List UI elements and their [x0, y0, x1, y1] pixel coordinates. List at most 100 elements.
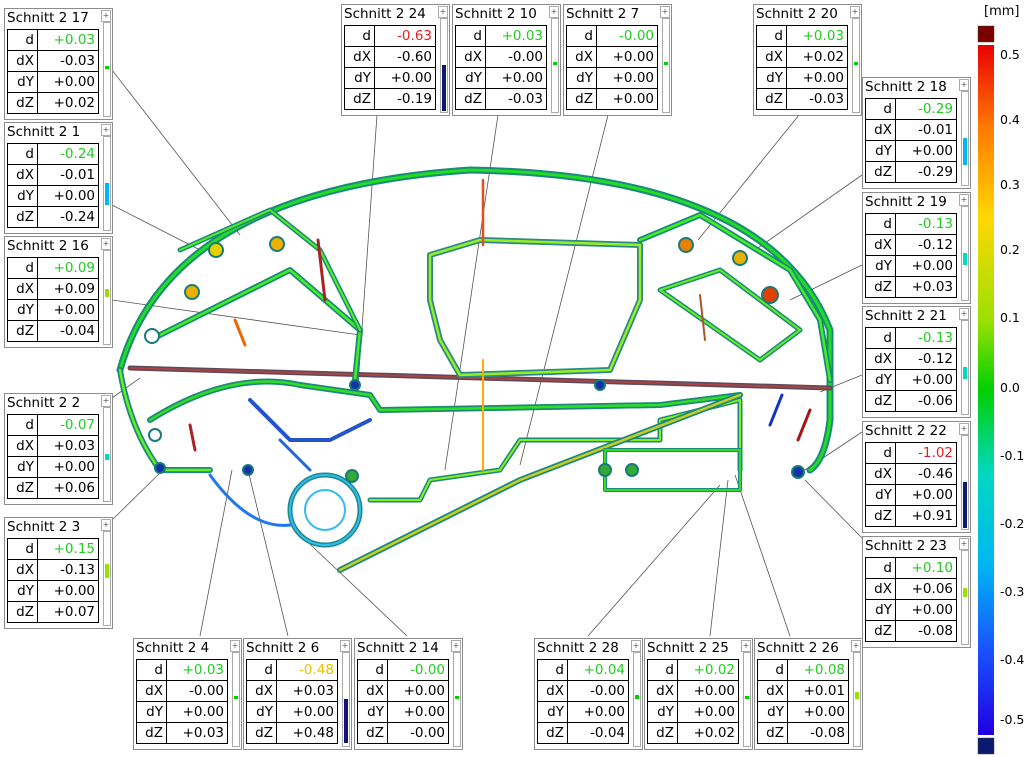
row-value-dy: +0.00: [895, 140, 957, 162]
expand-icon[interactable]: +: [959, 423, 969, 435]
row-value-dx: +0.01: [787, 680, 849, 702]
expand-icon[interactable]: +: [101, 519, 111, 531]
row-value-dy: +0.00: [276, 701, 338, 723]
row-key: dX: [7, 559, 38, 581]
expand-icon[interactable]: +: [451, 640, 461, 652]
row-value-dx: -0.01: [895, 119, 957, 141]
callout-title: Schnitt 2 6: [246, 640, 320, 656]
expand-icon[interactable]: +: [851, 640, 861, 652]
row-key: d: [865, 557, 896, 579]
row-key: dY: [537, 701, 568, 723]
expand-icon[interactable]: +: [549, 6, 559, 18]
row-key: dZ: [7, 206, 38, 228]
expand-icon[interactable]: +: [631, 640, 641, 652]
row-key: dZ: [647, 722, 678, 744]
deviation-bar: [961, 91, 969, 186]
row-key: dX: [357, 680, 388, 702]
row-value-dx: -0.12: [895, 348, 957, 370]
row-key: d: [7, 29, 38, 51]
legend-tick: -0.3: [1000, 584, 1024, 599]
row-key: dY: [865, 599, 896, 621]
expand-icon[interactable]: +: [438, 6, 448, 18]
expand-icon[interactable]: +: [660, 6, 670, 18]
callout-title: Schnitt 2 16: [7, 238, 89, 254]
row-value-d: -0.13: [895, 327, 957, 349]
deviation-bar-fill: [854, 62, 858, 65]
row-value-d: +0.03: [37, 29, 99, 51]
deviation-bar: [342, 652, 350, 747]
expand-icon[interactable]: +: [230, 640, 240, 652]
expand-icon[interactable]: +: [741, 640, 751, 652]
row-value-dx: -0.00: [567, 680, 629, 702]
expand-icon[interactable]: +: [959, 308, 969, 320]
row-key: d: [865, 442, 896, 464]
expand-icon[interactable]: +: [959, 79, 969, 91]
row-value-dx: -0.00: [166, 680, 228, 702]
row-key: dZ: [537, 722, 568, 744]
legend-tick: 0.1: [1000, 310, 1020, 325]
row-value-d: -0.48: [276, 659, 338, 681]
expand-icon[interactable]: +: [850, 6, 860, 18]
row-key: d: [865, 327, 896, 349]
row-value-dx: -0.12: [895, 234, 957, 256]
deviation-bar: [440, 18, 448, 113]
deviation-bar-fill: [664, 62, 668, 65]
row-key: dX: [865, 348, 896, 370]
row-key: d: [246, 659, 277, 681]
row-key: d: [537, 659, 568, 681]
deviation-bar-fill: [455, 696, 459, 699]
row-key: d: [455, 25, 486, 47]
row-key: dZ: [566, 88, 597, 110]
deviation-bar: [961, 206, 969, 301]
expand-icon[interactable]: +: [959, 194, 969, 206]
row-key: dZ: [865, 390, 896, 412]
expand-icon[interactable]: +: [101, 395, 111, 407]
row-key: dZ: [136, 722, 167, 744]
callout-title: Schnitt 2 14: [357, 640, 439, 656]
expand-icon[interactable]: +: [101, 10, 111, 22]
legend-tick: 0.5: [1000, 47, 1020, 62]
row-value-dy: +0.00: [895, 484, 957, 506]
row-value-dz: -0.00: [387, 722, 449, 744]
callout-title: Schnitt 2 10: [455, 6, 537, 22]
row-key: dX: [7, 278, 38, 300]
expand-icon[interactable]: +: [340, 640, 350, 652]
row-key: dZ: [7, 477, 38, 499]
row-value-dy: +0.00: [786, 67, 848, 89]
expand-icon[interactable]: +: [101, 238, 111, 250]
bolt-holes: [144, 236, 805, 483]
row-key: d: [7, 143, 38, 165]
row-value-d: -0.00: [596, 25, 658, 47]
row-value-dy: +0.00: [37, 71, 99, 93]
expand-icon[interactable]: +: [101, 124, 111, 136]
expand-icon[interactable]: +: [959, 538, 969, 550]
leader-lines: [111, 69, 863, 637]
